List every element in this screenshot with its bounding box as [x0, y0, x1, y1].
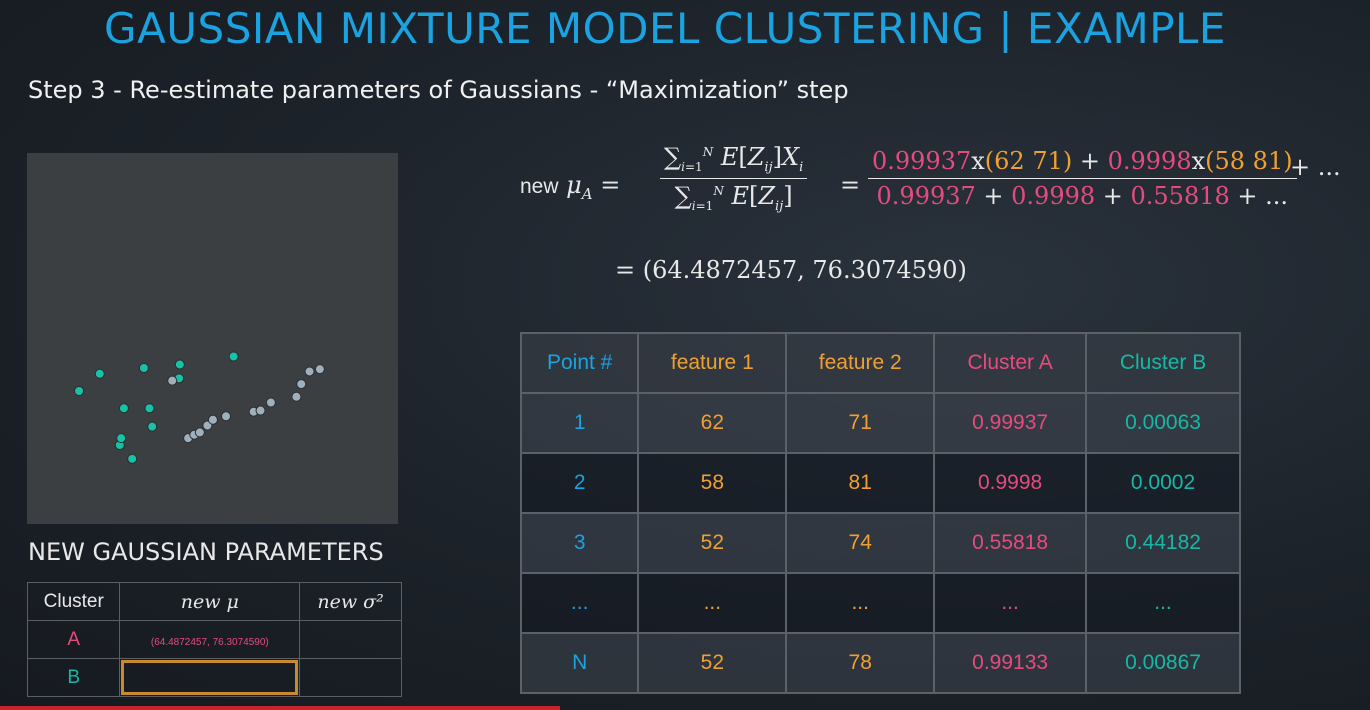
cell-cluster-b: 0.0002: [1085, 452, 1241, 514]
params-sigma-b: [299, 658, 402, 697]
params-title: NEW GAUSSIAN PARAMETERS: [28, 538, 384, 566]
params-header-row: Cluster new μ new σ²: [26, 582, 402, 621]
cell-cluster-a: 0.9998: [933, 452, 1088, 514]
table-row: 2 58 81 0.9998 0.0002: [519, 452, 1241, 514]
scatter-point-teal: [116, 433, 127, 444]
cell-feature1: 62: [637, 392, 788, 454]
formula-denominator: ∑i=1N E[Zij]: [674, 181, 793, 214]
params-header-cluster: Cluster: [26, 582, 121, 621]
header-cluster-b: Cluster B: [1085, 332, 1241, 394]
formula-numerator: ∑i=1N E[Zij]Xi: [660, 143, 808, 179]
formula-label: new: [520, 175, 559, 198]
highlight-box: [121, 660, 299, 695]
cell-point: 2: [519, 452, 640, 514]
scatter-point-grey: [291, 391, 302, 402]
formula-mu-index: A: [581, 184, 593, 203]
cell-feature2: ...: [785, 572, 936, 634]
scatter-point-grey: [255, 405, 266, 416]
mu-formula: new μA = ∑i=1N E[Zij]Xi ∑i=1N E[Zij] = 0…: [520, 143, 1341, 214]
scatter-point-grey: [221, 411, 232, 422]
scatter-point-teal: [74, 386, 85, 396]
formula-values-denominator: 0.99937 + 0.9998 + 0.55818 + ...: [876, 182, 1289, 210]
formula-fraction-values: 0.99937x(62 71) + 0.9998x(58 81) 0.99937…: [868, 147, 1297, 210]
table-row: ... ... ... ... ...: [519, 572, 1241, 634]
responsibility-table: Point # feature 1 feature 2 Cluster A Cl…: [519, 332, 1241, 694]
cell-feature1: 52: [637, 632, 788, 694]
scatter-point-teal: [228, 351, 239, 362]
params-cluster-a: A: [26, 620, 121, 659]
cell-cluster-b: 0.44182: [1085, 512, 1241, 574]
cell-feature2: 81: [785, 452, 936, 514]
cell-cluster-a: 0.99133: [933, 632, 1088, 694]
slide-title: GAUSSIAN MIXTURE MODEL CLUSTERING | EXAM…: [104, 4, 1226, 53]
params-row-b: B: [26, 658, 402, 697]
cell-feature1: 58: [637, 452, 788, 514]
cell-point: 3: [519, 512, 640, 574]
cell-cluster-a: 0.99937: [933, 392, 1088, 454]
cell-cluster-a: 0.55818: [933, 512, 1088, 574]
scatter-point-grey: [304, 366, 315, 377]
header-feature2: feature 2: [785, 332, 936, 394]
params-header-mu: new μ: [119, 582, 301, 621]
cell-feature1: ...: [637, 572, 788, 634]
scatter-point-teal: [138, 363, 149, 373]
formula-values-numerator: 0.99937x(62 71) + 0.9998x(58 81): [868, 147, 1297, 179]
cell-feature1: 52: [637, 512, 788, 574]
cell-feature2: 71: [785, 392, 936, 454]
table-row: N 52 78 0.99133 0.00867: [519, 632, 1241, 694]
header-feature1: feature 1: [637, 332, 788, 394]
params-sigma-a: [299, 620, 402, 659]
scatter-point-grey: [314, 364, 325, 375]
params-mu-a: (64.4872457, 76.3074590): [119, 620, 301, 659]
table-row: 3 52 74 0.55818 0.44182: [519, 512, 1241, 574]
header-cluster-a: Cluster A: [933, 332, 1088, 394]
params-row-a: A (64.4872457, 76.3074590): [26, 620, 402, 659]
scatter-point-grey: [194, 427, 205, 438]
params-cluster-b: B: [26, 658, 121, 697]
cell-cluster-a: ...: [933, 572, 1088, 634]
cell-point: 1: [519, 392, 640, 454]
scatter-point-grey: [296, 379, 307, 390]
progress-bar: [0, 706, 560, 710]
cell-feature2: 78: [785, 632, 936, 694]
params-table: Cluster new μ new σ² A (64.4872457, 76.3…: [26, 582, 402, 697]
header-point: Point #: [519, 332, 640, 394]
cell-point: N: [519, 632, 640, 694]
scatter-point-grey: [265, 397, 276, 408]
scatter-point-grey: [167, 375, 178, 386]
scatter-point-teal: [147, 421, 158, 432]
formula-result: = (64.4872457, 76.3074590): [615, 256, 967, 284]
table-header-row: Point # feature 1 feature 2 Cluster A Cl…: [519, 332, 1241, 394]
table-row: 1 62 71 0.99937 0.00063: [519, 392, 1241, 454]
scatter-point-grey: [207, 414, 218, 425]
scatter-point-teal: [118, 403, 129, 414]
params-header-sigma: new σ²: [299, 582, 402, 621]
params-mu-a-value: (64.4872457, 76.3074590): [150, 636, 269, 648]
slide-subtitle: Step 3 - Re-estimate parameters of Gauss…: [28, 76, 849, 104]
formula-fraction-general: ∑i=1N E[Zij]Xi ∑i=1N E[Zij]: [660, 143, 808, 214]
params-mu-b: [119, 658, 301, 697]
scatter-point-teal: [144, 403, 155, 414]
scatter-point-teal: [127, 453, 138, 464]
cell-point: ...: [519, 572, 640, 634]
scatter-point-teal: [94, 368, 105, 379]
cell-cluster-b: 0.00063: [1085, 392, 1241, 454]
cell-feature2: 74: [785, 512, 936, 574]
cell-cluster-b: ...: [1085, 572, 1241, 634]
scatter-plot: [27, 153, 398, 524]
cell-cluster-b: 0.00867: [1085, 632, 1241, 694]
scatter-point-teal: [174, 359, 185, 370]
scatter-svg: [74, 351, 325, 464]
formula-num-tail: + ...: [1290, 153, 1341, 181]
formula-mu: μ: [566, 171, 582, 199]
